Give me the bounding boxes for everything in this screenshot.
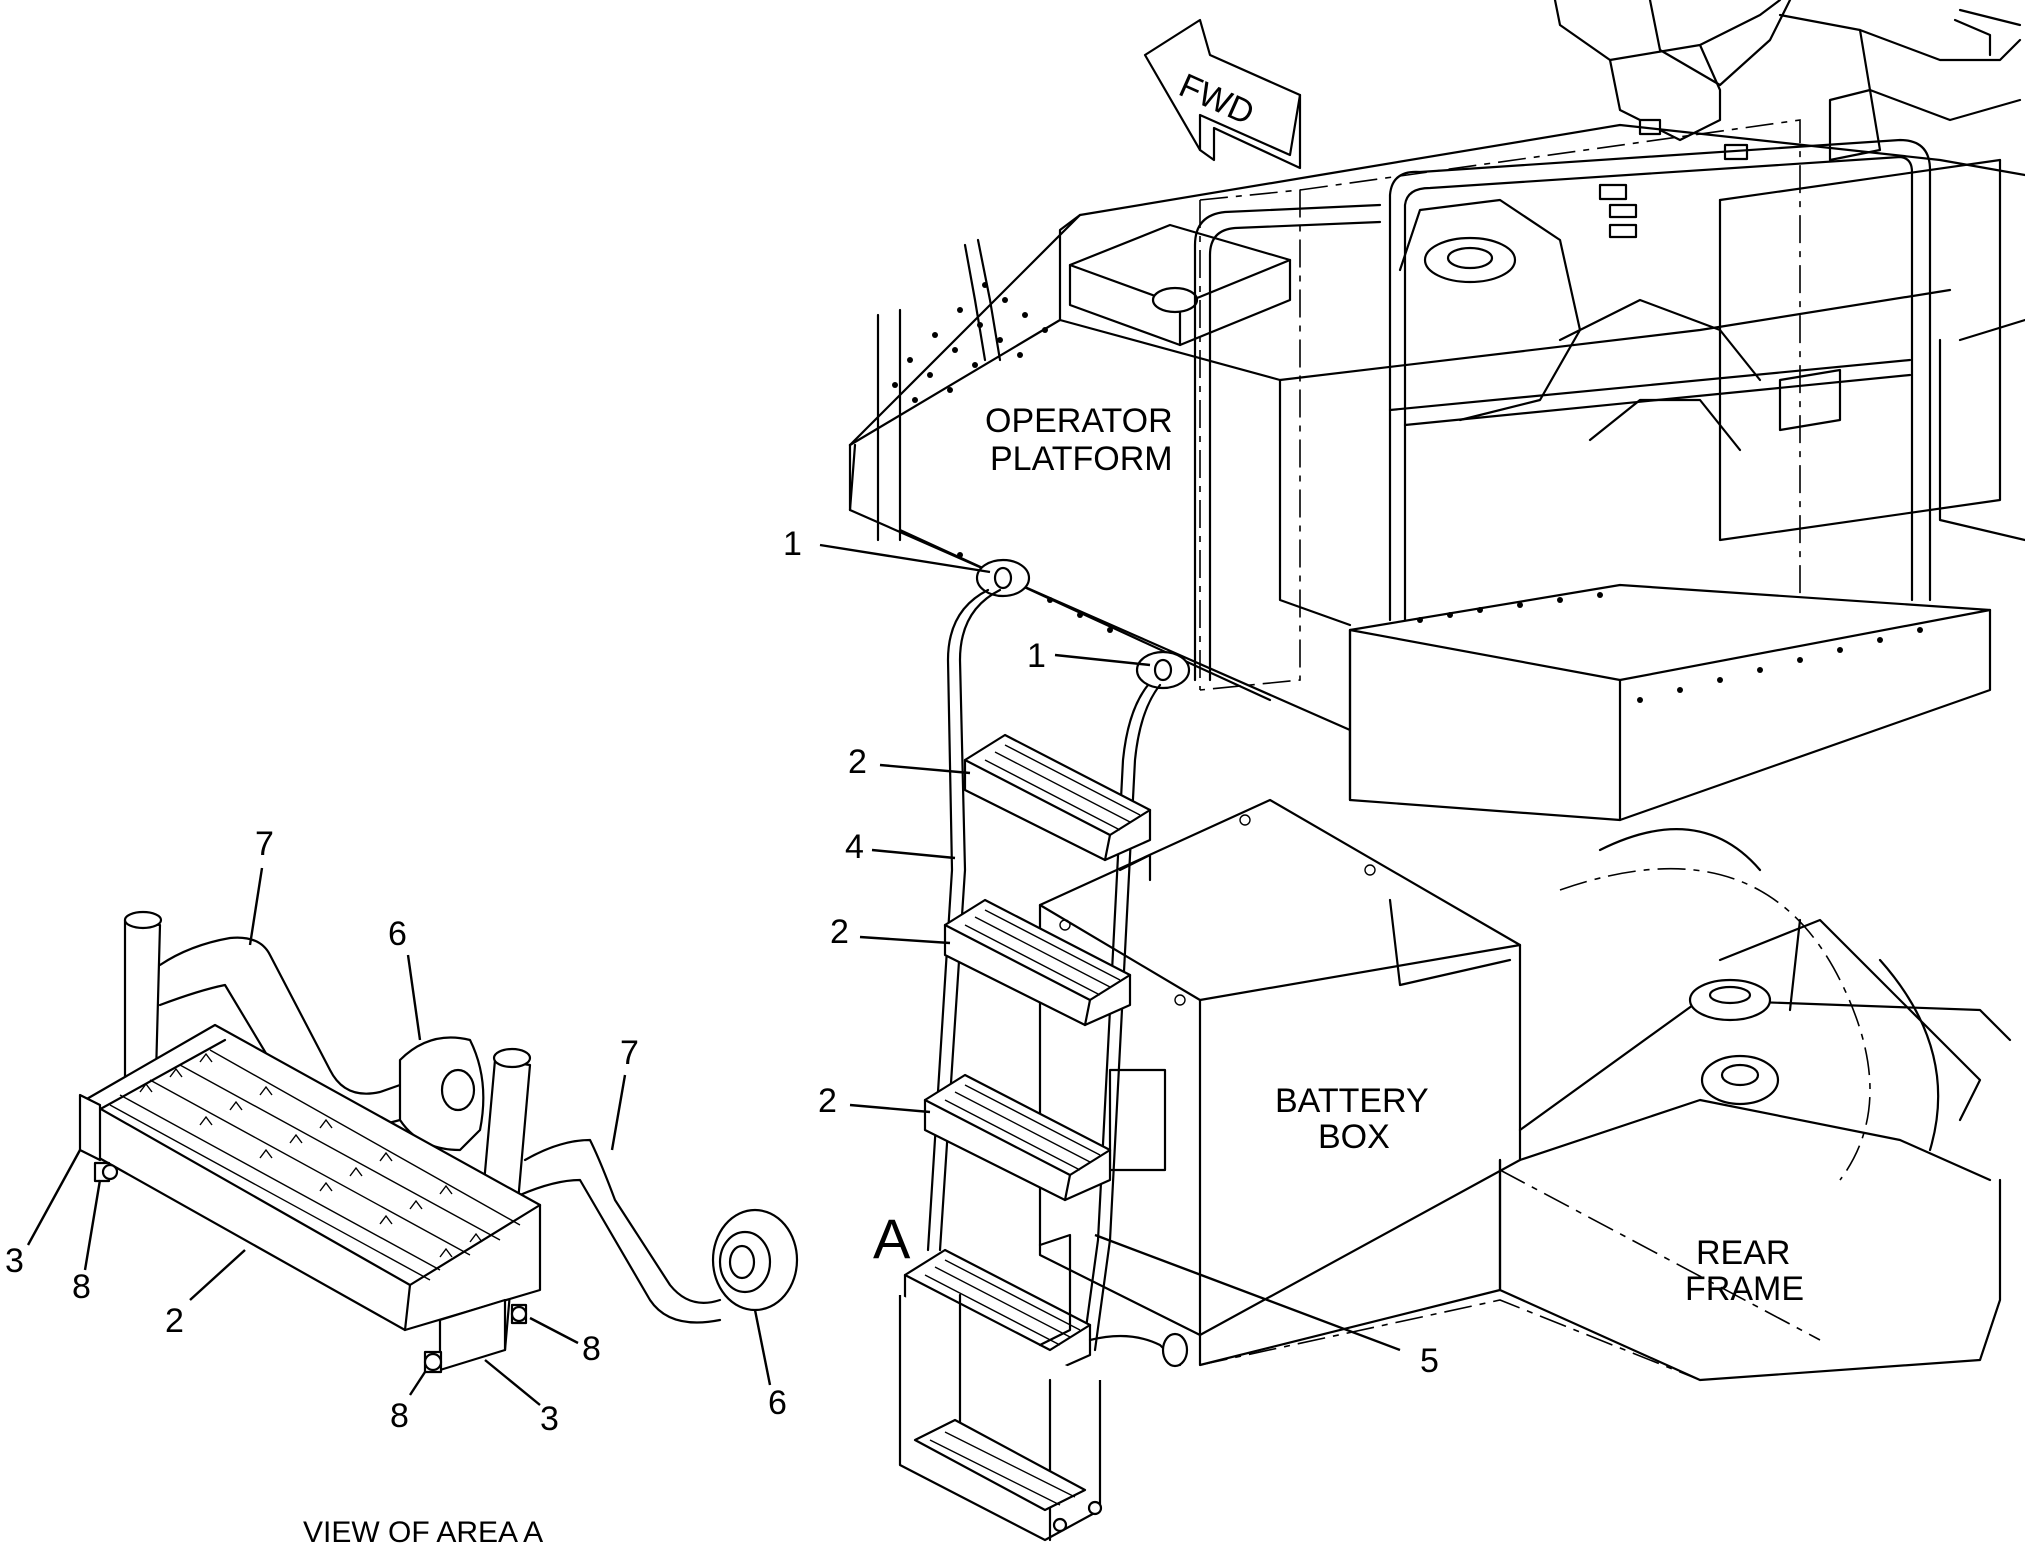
battery-box-label-2: BOX (1318, 1118, 1390, 1156)
detail-callout-3-left: 3 (5, 1242, 24, 1280)
battery-box: BATTERY BOX (1038, 798, 1522, 1337)
detail-callout-8-left: 8 (72, 1268, 91, 1306)
operator-platform-label-2: PLATFORM (990, 440, 1173, 478)
detail-callout-8-right: 8 (582, 1330, 601, 1368)
detail-callout-2: 2 (165, 1302, 184, 1340)
callout-2-step2: 2 (830, 913, 849, 951)
battery-box-label-1: BATTERY (1275, 1082, 1429, 1120)
ladder-step-3 (923, 1073, 1112, 1202)
rear-frame-label-1: REAR (1696, 1234, 1790, 1272)
main-view-leaders (819, 543, 1401, 1352)
callout-1-lower: 1 (1027, 637, 1046, 675)
callout-4: 4 (845, 828, 864, 866)
tread-teeth (139, 1052, 483, 1258)
fwd-arrow-icon: FWD (1143, 18, 1302, 170)
detail-callout-7-right: 7 (620, 1034, 639, 1072)
ladder-assembly (898, 558, 1191, 1542)
callout-1-upper: 1 (783, 525, 802, 563)
machine-structure: BATTERY BOX REAR FRAME (848, 0, 2025, 1382)
view-caption: VIEW OF AREA A (303, 1516, 543, 1549)
detail-callout-6-right: 6 (768, 1384, 787, 1422)
detail-callout-6-left: 6 (388, 915, 407, 953)
rear-frame-label-2: FRAME (1685, 1270, 1804, 1308)
ladder-step-1 (963, 733, 1152, 862)
detail-view-leaders (26, 867, 772, 1406)
area-a-marker: A (873, 1207, 911, 1270)
ladder-step-2 (943, 898, 1132, 1027)
callout-2-step1: 2 (848, 743, 867, 781)
detail-callout-3-right: 3 (540, 1400, 559, 1438)
callout-5: 5 (1420, 1342, 1439, 1380)
detail-view-area-a (78, 910, 799, 1374)
operator-platform-label-1: OPERATOR (985, 402, 1173, 440)
detail-callout-8-bottom: 8 (390, 1397, 409, 1435)
detail-callout-7-left: 7 (255, 825, 274, 863)
callout-2-step3: 2 (818, 1082, 837, 1120)
rear-frame: REAR FRAME (1498, 828, 2012, 1382)
